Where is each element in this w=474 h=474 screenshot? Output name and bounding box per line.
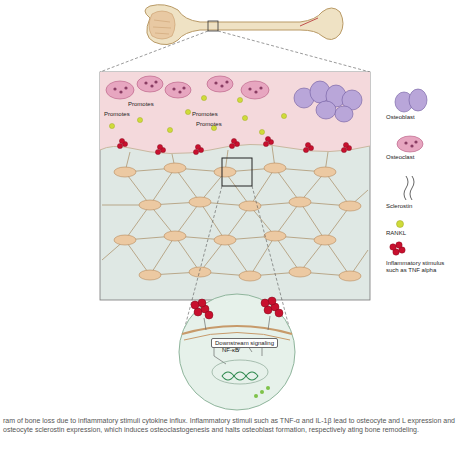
bone-tissue-panel	[100, 72, 370, 300]
zoom-line	[218, 31, 370, 72]
legend-label: Osteoblast	[386, 114, 466, 121]
annotation-label: NF-κB	[222, 347, 239, 354]
annotation-label: Promotes	[104, 111, 130, 118]
legend-label: Osteoclast	[386, 154, 466, 161]
annotation-label: Promotes	[192, 111, 218, 118]
legend-label: Inflammatory stimulus such as TNF alpha	[386, 260, 458, 274]
osteocyte-inset	[179, 294, 295, 410]
zoom-line	[100, 31, 208, 72]
annotation-label: Promotes	[196, 121, 222, 128]
figure-caption: ram of bone loss due to inflammatory sti…	[3, 416, 469, 435]
signaling-box: Downstream signaling	[211, 338, 278, 348]
long-bone	[145, 5, 343, 45]
node-text: Downstream signaling	[215, 340, 274, 346]
annotation-label: Promotes	[128, 101, 154, 108]
legend-label: RANKL	[386, 230, 466, 237]
legend-label: Sclerostin	[386, 203, 466, 210]
